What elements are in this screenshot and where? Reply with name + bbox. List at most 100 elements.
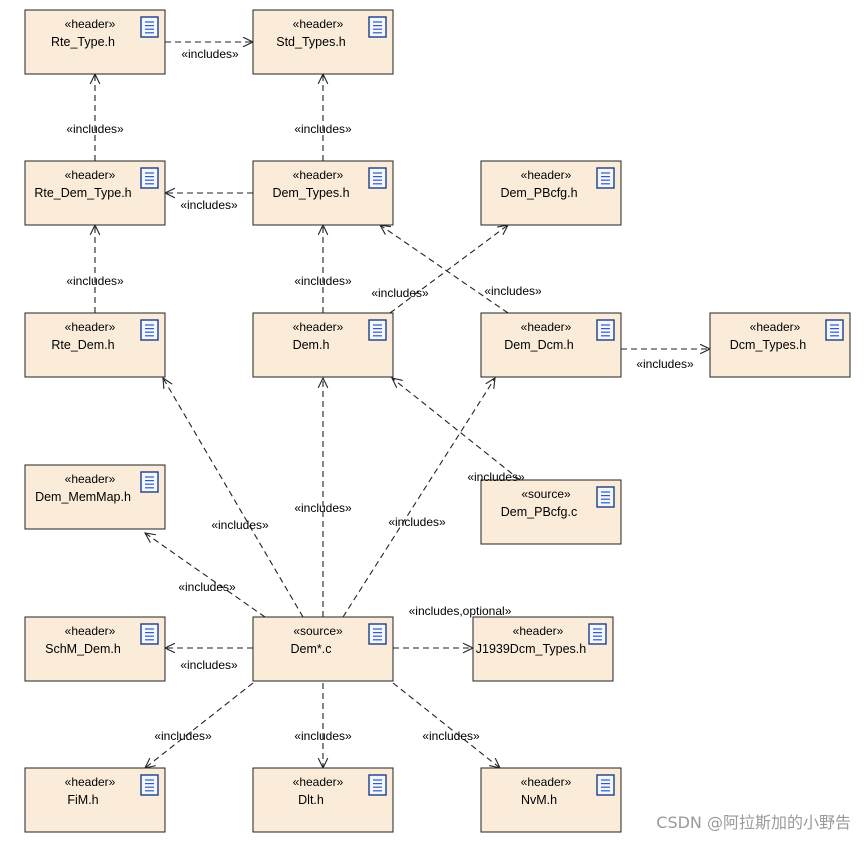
node-filename: Dlt.h [298, 793, 324, 807]
source-file-icon [368, 623, 387, 645]
include-edge-dem_h-to-dem_types [317, 223, 329, 313]
node-stereotype: «header» [293, 17, 344, 31]
edge-label: «includes» [294, 122, 352, 136]
dashed-dependency-line [392, 682, 501, 769]
header-file-icon [140, 471, 159, 493]
open-arrowhead-icon [391, 377, 403, 389]
header-file-icon [368, 774, 387, 796]
node-filename: FiM.h [67, 793, 98, 807]
node-filename: Dem*.c [291, 642, 332, 656]
edge-label: «includes» [178, 580, 236, 594]
file-node-dem_c[interactable]: «source»Dem*.c [252, 616, 394, 682]
node-stereotype: «header» [293, 320, 344, 334]
dashed-dependency-line [144, 682, 254, 769]
edge-label: «includes» [388, 515, 446, 529]
node-stereotype: «header» [65, 775, 116, 789]
include-edge-dem_c-to-schm_dem [163, 642, 253, 654]
node-filename: Dem_MemMap.h [35, 490, 131, 504]
edge-label: «includes» [181, 47, 239, 61]
include-edge-dem_c-to-dlt [317, 683, 329, 770]
file-node-rte_dem[interactable]: «header»Rte_Dem.h [24, 312, 166, 378]
edges-layer [89, 36, 712, 770]
header-file-icon [368, 319, 387, 341]
file-node-dem_memmap[interactable]: «header» Dem_MemMap.h [24, 464, 166, 530]
edge-label: «includes» [467, 470, 525, 484]
node-filename: SchM_Dem.h [45, 642, 121, 656]
file-node-dlt[interactable]: «header» Dlt.h [252, 767, 394, 833]
node-filename: Dem_Dcm.h [504, 338, 574, 352]
node-filename: Rte_Dem.h [51, 338, 114, 352]
file-node-rte_type[interactable]: «header» Rte_Type.h [24, 9, 166, 75]
node-stereotype: «header» [65, 624, 116, 638]
file-node-fim[interactable]: «header» FiM.h [24, 767, 166, 833]
open-arrowhead-icon [485, 376, 496, 389]
file-node-std_types[interactable]: «header»Std_Types.h [252, 9, 394, 75]
node-filename: Dem_PBcfg.c [501, 505, 577, 519]
edge-label: «includes» [211, 518, 269, 532]
edge-label: «includes» [636, 357, 694, 371]
include-edge-dem_c-to-dem_h [317, 376, 329, 617]
header-file-icon [140, 623, 159, 645]
include-edge-dem_dcm-to-dcm_types [621, 343, 712, 355]
watermark: CSDN @阿拉斯加的小野告 [656, 813, 851, 832]
dashed-dependency-line [379, 224, 509, 314]
dashed-dependency-line [391, 377, 521, 481]
include-edge-dem_pbcfg_c-to-dem_h [391, 377, 521, 481]
file-node-dcm_types[interactable]: «header» Dcm_Types.h [709, 312, 851, 378]
include-edge-rte_dem_type-to-rte_type [89, 72, 101, 161]
node-stereotype: «header» [65, 168, 116, 182]
node-filename: NvM.h [521, 793, 557, 807]
header-file-icon [140, 319, 159, 341]
header-file-icon [368, 16, 387, 38]
node-filename: Dem.h [293, 338, 330, 352]
dashed-dependency-line [162, 377, 304, 618]
file-node-rte_dem_type[interactable]: «header»Rte_Dem_Type.h [24, 160, 166, 226]
file-node-schm_dem[interactable]: «header» SchM_Dem.h [24, 616, 166, 682]
edge-label: «includes» [371, 286, 429, 300]
node-stereotype: «header» [521, 168, 572, 182]
include-edge-dem_c-to-rte_dem [162, 376, 304, 618]
edge-label: «includes» [66, 274, 124, 288]
header-file-icon [140, 774, 159, 796]
node-stereotype: «header» [750, 320, 801, 334]
include-edge-dem_types-to-rte_dem_type [163, 187, 253, 199]
include-edge-dem_c-to-fim [144, 682, 254, 769]
include-edge-dem_c-to-dem_memmap [143, 532, 266, 618]
header-file-icon [596, 319, 615, 341]
file-node-nvm[interactable]: «header»NvM.h [480, 767, 622, 833]
edge-label: «includes» [294, 274, 352, 288]
node-stereotype: «header» [65, 17, 116, 31]
header-file-icon [825, 319, 844, 341]
file-node-dem_h[interactable]: «header» Dem.h [252, 312, 394, 378]
file-node-dem_types[interactable]: «header»Dem_Types.h [252, 160, 394, 226]
node-filename: Dem_Types.h [272, 186, 349, 200]
node-stereotype: «source» [521, 487, 571, 501]
header-file-icon [596, 774, 615, 796]
node-stereotype: «header» [65, 472, 116, 486]
edge-label: «includes» [484, 284, 542, 298]
header-file-icon [596, 167, 615, 189]
node-box [252, 312, 394, 378]
edge-label: «includes» [66, 122, 124, 136]
file-node-j1939[interactable]: «header»J1939Dcm_Types.h [472, 616, 614, 682]
edge-label: «includes,optional» [409, 604, 512, 618]
node-filename: Dem_PBcfg.h [500, 186, 577, 200]
include-edge-dem_c-to-dem_dcm [342, 376, 496, 618]
file-node-dem_pbcfg_c[interactable]: «source» Dem_PBcfg.c [480, 479, 622, 545]
nodes-layer: «header»Rte_Type.h«header»Std_Types.h«he… [24, 9, 851, 833]
include-edge-dem_c-to-nvm [392, 682, 501, 769]
node-filename: Rte_Type.h [51, 35, 115, 49]
header-file-icon [368, 167, 387, 189]
header-file-icon [140, 16, 159, 38]
open-arrowhead-icon [162, 376, 173, 390]
file-node-dem_pbcfg_h[interactable]: «header» Dem_PBcfg.h [480, 160, 622, 226]
node-stereotype: «header» [293, 775, 344, 789]
header-file-icon [588, 623, 607, 645]
file-node-dem_dcm[interactable]: «header»Dem_Dcm.h [480, 312, 622, 378]
include-edge-dem_types-to-std_types [317, 72, 329, 161]
node-filename: Dcm_Types.h [730, 338, 806, 352]
node-filename: J1939Dcm_Types.h [476, 642, 587, 656]
edge-label: «includes» [294, 729, 352, 743]
include-edge-rte_type-to-std_types [165, 36, 255, 48]
source-file-icon [596, 486, 615, 508]
